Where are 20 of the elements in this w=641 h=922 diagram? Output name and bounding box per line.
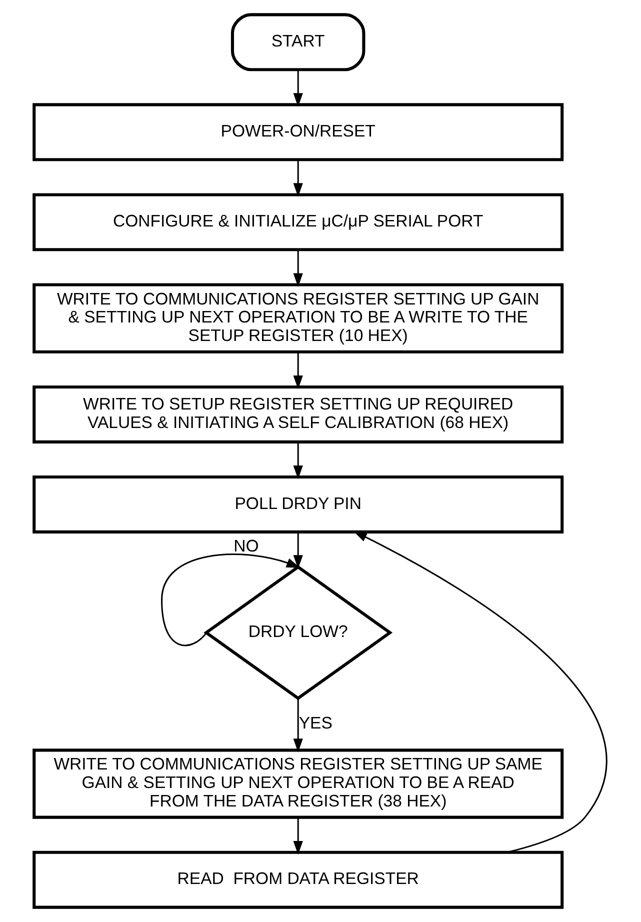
arrow: [353, 531, 608, 854]
arrow: [293, 698, 303, 752]
arrow: [293, 250, 303, 287]
arrow: [293, 160, 303, 197]
node-box: WRITE TO COMMUNICATIONS REGISTER SETTING UP SAME GAIN & SETTING UP NEXT OPERATION TO BE A READ FROM THE DATA REGISTER (38 HEX): [32, 748, 564, 819]
node-box: POWER-ON/RESET: [32, 103, 564, 162]
node-diamond: DRDY LOW?: [204, 565, 393, 700]
edge-label: YES: [298, 713, 332, 732]
edge-label: NO: [234, 536, 259, 556]
node-box: WRITE TO COMMUNICATIONS REGISTER SETTING UP GAIN & SETTING UP NEXT OPERATION TO BE A WRITE TO THE SETUP REGISTER (10 HEX): [32, 283, 564, 354]
node-box: WRITE TO SETUP REGISTER SETTING UP REQUIRED VALUES & INITIATING A SELF CALIBRATION (68 HEX): [32, 385, 564, 444]
arrow: [293, 70, 303, 107]
arrow: [293, 352, 303, 390]
node-box: START: [230, 13, 366, 72]
node-box: READ FROM DATA REGISTER: [32, 850, 564, 909]
arrow: [293, 532, 303, 569]
node-box: POLL DRDY PIN: [32, 476, 564, 534]
arrow: [293, 818, 303, 855]
arrow: [293, 442, 303, 480]
node-box: CONFIGURE & INITIALIZE μC/μP SERIAL PORT: [32, 193, 564, 252]
